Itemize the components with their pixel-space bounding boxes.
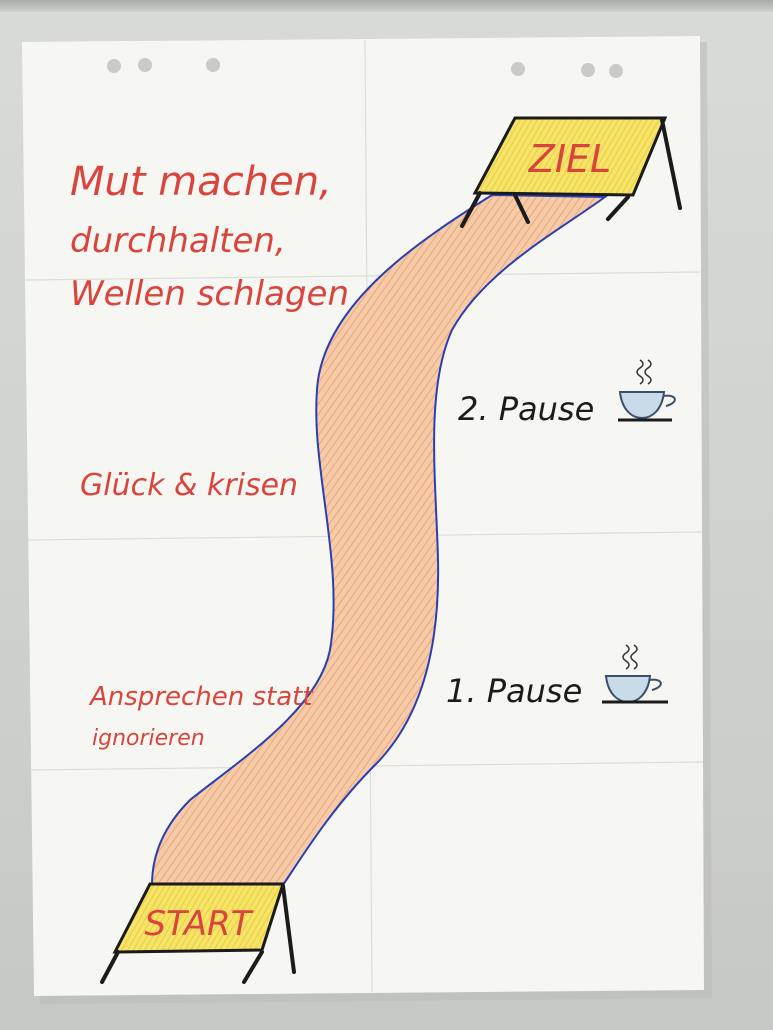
punch-hole <box>581 63 595 77</box>
goal-sign: ZIEL <box>460 116 682 228</box>
punch-hole <box>206 58 220 72</box>
wall-edge <box>0 0 773 12</box>
stop-2-label: 2. Pause <box>458 390 594 428</box>
headline-line-3: Wellen schlagen <box>70 274 349 314</box>
side-notes: Glück & krisen Ansprechen statt ignorier… <box>80 468 313 751</box>
start-label: START <box>145 904 254 944</box>
stop-2: 2. Pause <box>458 359 676 428</box>
stop-1-label: 1. Pause <box>446 672 582 710</box>
coffee-cup-icon <box>602 644 668 704</box>
side-note-luck: Glück & krisen <box>80 468 298 503</box>
side-note-address: Ansprechen statt <box>88 682 313 712</box>
headline-line-2: durchhalten, <box>70 221 286 261</box>
headline-line-1: Mut machen, <box>70 159 332 205</box>
punch-hole <box>511 62 525 76</box>
punch-hole <box>138 58 152 72</box>
stop-1: 1. Pause <box>446 644 668 710</box>
punch-hole <box>609 64 623 78</box>
headline: Mut machen, durchhalten, Wellen schlagen <box>70 159 349 314</box>
punch-holes <box>107 58 623 78</box>
side-note-ignore: ignorieren <box>92 726 205 751</box>
start-sign: START <box>100 882 296 984</box>
coffee-cup-icon <box>618 359 676 422</box>
goal-label: ZIEL <box>528 137 611 181</box>
punch-hole <box>107 59 121 73</box>
